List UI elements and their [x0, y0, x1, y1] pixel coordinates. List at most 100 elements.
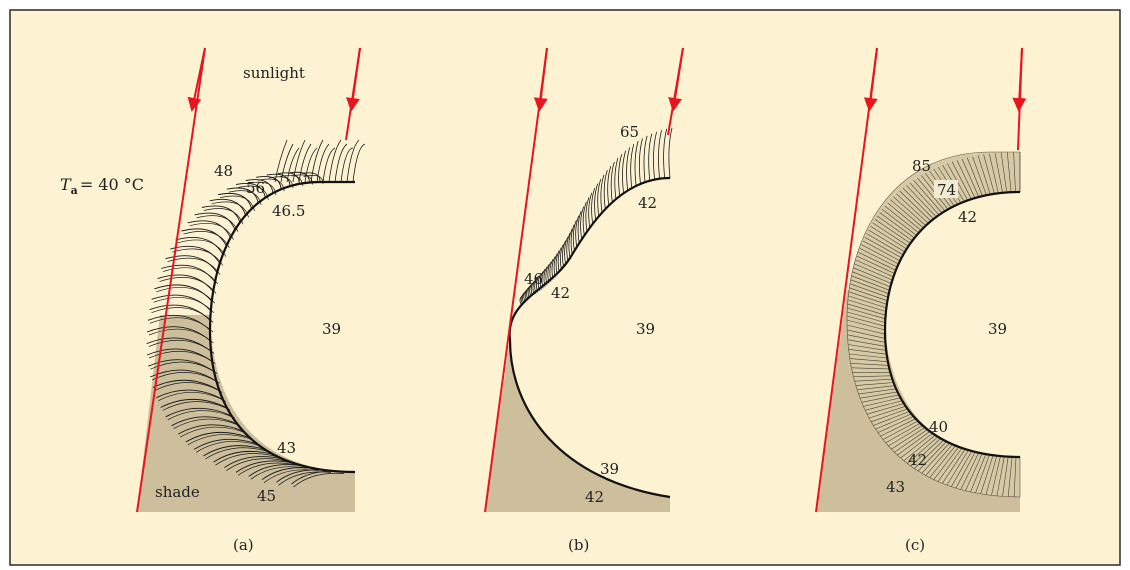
coat-hatch-line [847, 339, 886, 347]
coat-hatch-line [896, 193, 929, 224]
caption-a: (a) [233, 536, 254, 554]
coat-hatch-line [849, 353, 888, 359]
coat-hatch-line [925, 444, 953, 476]
coat-hatch-line [894, 429, 928, 453]
fur-strand [585, 197, 590, 232]
coat-hatch-line [996, 456, 1005, 497]
coat-hatch-line [851, 367, 890, 370]
fur-strand [203, 445, 266, 457]
caption-c: (c) [905, 536, 925, 554]
coat-hatch-line [850, 279, 889, 294]
coat-hatch-line [847, 307, 886, 320]
label-temp-40: 40 [929, 418, 948, 436]
fur-strand [185, 431, 250, 443]
fur-strand [594, 183, 599, 221]
fur-strand [588, 192, 593, 228]
sun-ray-left-b [484, 47, 548, 513]
coat-hatch-line [880, 418, 916, 437]
coat-hatch-line [956, 160, 976, 199]
coat-hatch-line [887, 202, 922, 231]
coat-hatch-line [851, 275, 890, 291]
coat-hatch-line [848, 349, 887, 355]
fur-strand [653, 131, 657, 180]
body-outline-c [883, 190, 1021, 459]
sun-arrow-left-a [187, 47, 206, 112]
fur-strand [173, 418, 241, 430]
coat-hatch-line [846, 315, 886, 327]
coat-hatch-line [868, 229, 905, 253]
coat-hatch-line [875, 413, 912, 430]
body-outline-b [508, 176, 671, 499]
coat-hatch-line [989, 153, 999, 194]
fur-strand [610, 161, 615, 203]
fur-strand [648, 133, 653, 181]
coat-hatch-line [847, 303, 886, 316]
fur-strand [663, 128, 668, 179]
fur-strand [618, 154, 623, 197]
fur-strand [562, 240, 566, 268]
coat-hatch-line [977, 155, 991, 195]
fur-strand [148, 339, 215, 354]
label-temp-39-low-b: 39 [600, 460, 619, 478]
coat-hatch-line [1007, 152, 1012, 193]
coat-hatch-line [846, 324, 886, 335]
fur-strand [154, 382, 223, 393]
coat-hatch-line [960, 452, 979, 490]
fur-strand [187, 220, 231, 238]
fur-strand [151, 307, 214, 323]
fur-strand [215, 453, 277, 466]
coat-hatch-line [937, 447, 963, 482]
fur-strand [175, 236, 224, 255]
coat-hatch-line [1002, 456, 1009, 497]
label-temp-85: 85 [912, 157, 931, 175]
coat-hatch-line [902, 187, 934, 220]
fur-strand [322, 147, 336, 183]
fur-strand [171, 416, 238, 427]
coat-hatch-line [917, 177, 946, 212]
fur-strand [352, 143, 366, 183]
coat-hatch-line [942, 448, 966, 484]
coat-hatch-line [1013, 152, 1016, 193]
fur-strand [582, 201, 587, 236]
coat-hatch-line [864, 236, 902, 259]
coat-hatch-line [975, 454, 990, 494]
coat-hatch-line [853, 375, 892, 378]
sun-arrow-left-c [863, 47, 878, 112]
coat-hatch-line [861, 394, 900, 403]
fur-strand [316, 143, 330, 183]
label-temp-46: 46 [524, 270, 543, 288]
label-temp-46-5: 46.5 [272, 202, 305, 220]
sun-arrow-right-b [668, 47, 684, 112]
coat-hatch-line [846, 319, 886, 331]
fur-strand [603, 170, 608, 210]
coat-hatch-line [865, 400, 903, 411]
coat-hatch-line [972, 156, 987, 196]
fur-strand [292, 139, 306, 183]
coat-hatch-line [897, 431, 931, 456]
coat-hatch-line [857, 385, 895, 391]
fur-layer-b [519, 127, 673, 305]
coat-hatch-line [858, 252, 896, 271]
fur-strand [564, 236, 569, 265]
coat-hatch-line [866, 233, 904, 256]
coat-hatch-line [860, 391, 898, 399]
fur-strand [524, 287, 529, 301]
coat-hatch-line [867, 403, 904, 415]
fur-strand [151, 294, 212, 312]
coat-hatch-line [885, 422, 921, 444]
panel-c: 85 74 42 39 40 42 43 (c) [815, 47, 1027, 554]
label-shade: shade [155, 483, 200, 501]
fur-strand [591, 187, 596, 224]
fur-strand [572, 220, 577, 251]
fur-strand [245, 179, 274, 194]
coat-hatch-line [873, 411, 910, 426]
fur-strand [193, 438, 258, 450]
coat-hatch-line [893, 196, 926, 226]
fur-strand [148, 350, 216, 364]
fur-strand [162, 401, 231, 411]
fur-strand [521, 291, 526, 303]
coat-hatch-line [966, 157, 983, 197]
coat-hatch-line [888, 425, 923, 447]
fur-strand [201, 205, 241, 223]
